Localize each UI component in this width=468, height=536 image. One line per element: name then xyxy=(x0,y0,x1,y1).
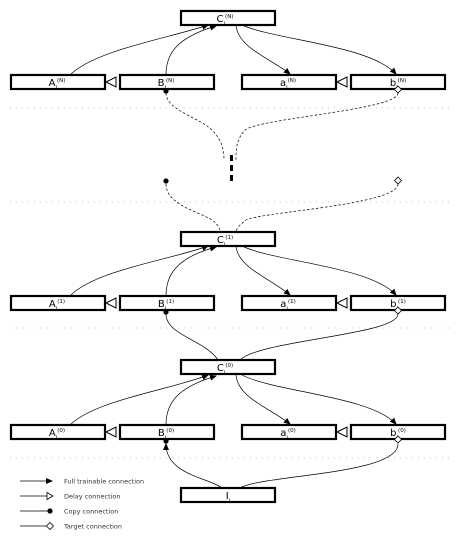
delay-triangle-bn-small-to-an-small xyxy=(335,76,348,88)
edge-an-to-cn xyxy=(69,24,209,76)
level-n: Ci(N) Ai(N) Bi(N) ai(N) bi(N) xyxy=(9,9,447,161)
legend-item-full-trainable: Full trainable connection xyxy=(20,478,144,486)
node-bn: Bi(N) xyxy=(118,73,216,91)
delay-triangle-b0-small-to-a0-small xyxy=(335,426,348,438)
node-input: Ii xyxy=(179,486,277,504)
copy-dot-floating xyxy=(163,178,169,184)
level-0: Ci(0) Ai(0) Bi(0) ai(0) bi(0) xyxy=(9,358,447,489)
target-diamond-floating xyxy=(393,176,403,185)
edge-bn-to-cn xyxy=(165,24,217,76)
node-a0-small: ai(0) xyxy=(240,423,338,441)
svg-text:Ai(0): Ai(0) xyxy=(49,428,65,441)
node-cn: Ci(N) xyxy=(179,9,277,27)
dashed-bn-down xyxy=(165,92,225,161)
svg-text:Ci(1): Ci(1) xyxy=(217,235,233,248)
node-c1: Ci(1) xyxy=(179,230,277,248)
copy-dot-b1 xyxy=(163,309,169,315)
delay-triangle-bn-to-an xyxy=(104,76,117,88)
legend-item-target: Target connection xyxy=(20,521,122,531)
delay-triangle-b1-small-to-a1-small xyxy=(335,297,348,309)
copy-dot-b0 xyxy=(163,438,169,444)
legend-label-delay: Delay connection xyxy=(64,493,121,501)
svg-text:Ci(N): Ci(N) xyxy=(217,14,234,27)
svg-text:ai(N): ai(N) xyxy=(280,78,296,91)
svg-text:Ai(N): Ai(N) xyxy=(49,78,66,91)
vertical-ellipsis xyxy=(230,155,233,181)
svg-text:ai(1): ai(1) xyxy=(280,299,295,312)
node-an-small: ai(N) xyxy=(240,73,338,91)
edge-cn-to-bn-small xyxy=(241,24,397,75)
svg-text:ai(0): ai(0) xyxy=(280,428,295,441)
svg-text:Ci(0): Ci(0) xyxy=(217,363,233,376)
node-a0: Ai(0) xyxy=(9,423,107,441)
svg-text:Bi(0): Bi(0) xyxy=(158,428,174,441)
svg-text:Ii: Ii xyxy=(226,491,231,504)
delay-triangle-b1-to-a1 xyxy=(104,297,117,309)
delay-triangle-icon xyxy=(46,491,54,501)
legend-item-copy: Copy connection xyxy=(20,508,118,516)
legend: Full trainable connection Delay connecti… xyxy=(20,478,144,531)
svg-text:Bi(1): Bi(1) xyxy=(158,299,174,312)
legend-label-full-trainable: Full trainable connection xyxy=(64,478,144,486)
node-an: Ai(N) xyxy=(9,73,107,91)
svg-text:Ai(1): Ai(1) xyxy=(49,299,65,312)
svg-text:Bi(N): Bi(N) xyxy=(158,78,175,91)
copy-dot-bn xyxy=(163,88,169,94)
dashed-bn-small-down xyxy=(235,92,399,161)
edge-cn-to-an-small xyxy=(235,24,291,75)
target-diamond-b0 xyxy=(393,435,403,444)
node-a1: Ai(1) xyxy=(9,294,107,312)
separator-lines xyxy=(10,107,450,459)
legend-item-delay: Delay connection xyxy=(20,491,121,501)
legend-label-copy: Copy connection xyxy=(64,508,118,516)
node-c0: Ci(0) xyxy=(179,358,277,376)
level-1: Ci(1) Ai(1) Bi(1) ai(1) bi(1) xyxy=(9,230,447,361)
dashed-to-level-1 xyxy=(163,176,403,233)
target-diamond-icon xyxy=(45,521,55,531)
node-a1-small: ai(1) xyxy=(240,294,338,312)
delay-triangle-b0-to-a0 xyxy=(104,426,117,438)
legend-label-target: Target connection xyxy=(63,523,122,531)
copy-dot-icon xyxy=(47,508,53,514)
